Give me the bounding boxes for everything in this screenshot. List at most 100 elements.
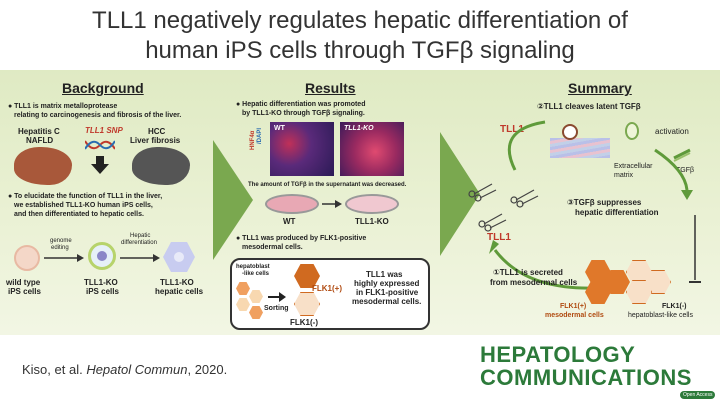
microscopy-image-ko (340, 122, 404, 176)
hepatic-differentiation-arrow (120, 254, 160, 262)
liver-normal-icon (14, 147, 72, 185)
hcc-label-2: Liver fibrosis (130, 136, 181, 145)
genome-editing-label-2: editing (51, 245, 69, 251)
summary-step-1-line-1: ①TLL1 is secreted (493, 268, 563, 277)
summary-hepatoblast-label: hepatoblast-like cells (628, 312, 693, 319)
journal-logo-line-1: HEPATOLOGY (480, 342, 636, 367)
dish-arrow (322, 200, 342, 208)
citation-year: , 2020. (187, 362, 228, 377)
dish-wt-icon (265, 194, 319, 214)
citation: Kiso, et al. Hepatol Commun, 2020. (22, 362, 227, 377)
summary-step-3-line-1: ③TGFβ suppresses (567, 198, 642, 207)
sorting-arrow (268, 292, 286, 302)
hepatoblast-label-1: hepatoblast (236, 264, 270, 270)
ko-hepatic-label-2: hepatic cells (155, 287, 204, 296)
background-bullet-2-line-2: we established TLL1-KO human iPS cells, (14, 202, 153, 209)
background-bullet-1-line-2: relating to carcinogenesis and fibrosis … (14, 112, 182, 119)
hepatoblast-label-2: -like cells (242, 271, 270, 277)
summary-tll1-top: TLL1 (500, 124, 524, 135)
wild-type-label-1: wild type (6, 278, 41, 287)
flk1-negative-cell-icon (294, 292, 320, 316)
background-bullet-2-line-1: ● To elucidate the function of TLL1 in t… (8, 193, 163, 200)
citation-journal: Hepatol Commun (86, 362, 188, 377)
flk1-positive-cell-icon (294, 264, 320, 288)
dish-ko-label: TLL1-KO (355, 217, 389, 226)
wild-type-cell-icon (14, 245, 40, 271)
wild-type-label-2: iPS cells (8, 287, 41, 296)
genome-editing-label-1: genome (50, 238, 72, 244)
summary-step-2: ②TLL1 cleaves latent TGFβ (537, 102, 641, 111)
hepatic-differentiation-label-2: differentiation (121, 240, 157, 246)
ko-ips-label-2: iPS cells (86, 287, 119, 296)
hepatitis-label-2: NAFLD (26, 136, 54, 145)
sorting-panel: hepatoblast -like cells Sorting FLK1(+) … (230, 258, 430, 330)
microscopy-label-wt: WT (274, 125, 285, 132)
mixed-cell-3 (236, 298, 250, 311)
mixed-cell-1 (236, 282, 250, 295)
genome-editing-arrow (44, 254, 84, 262)
tgfb-label: TGFβ (676, 167, 695, 174)
ecm-label-1: Extracellular (614, 163, 653, 170)
ecm-label-2: matrix (614, 172, 634, 179)
summary-activation: activation (655, 127, 689, 136)
figure-title: TLL1 negatively regulates hepatic differ… (0, 6, 720, 66)
liver-fibrosis-icon (132, 147, 190, 185)
summary-step-3-line-2: hepatic differentiation (575, 208, 659, 217)
hcc-label-1: HCC (148, 127, 166, 136)
section-arrow-right (440, 132, 480, 256)
results-heading: Results (305, 80, 356, 96)
background-bullet-2-line-3: and then differentiated to hepatic cells… (14, 211, 144, 218)
ko-hepatic-cell-nucleus (174, 252, 184, 262)
results-bullet-1-line-2: by TLL1-KO through TGFβ signaling. (242, 110, 365, 117)
ko-hepatic-label-1: TLL1-KO (160, 278, 194, 287)
ko-ips-label-1: TLL1-KO (84, 278, 118, 287)
section-arrow-left (213, 140, 253, 260)
latent-tgfb-icon (562, 124, 578, 140)
open-access-badge: Open Access (680, 391, 716, 399)
cycle-arrows (489, 120, 701, 290)
expression-text-2: highly expressed (354, 279, 420, 288)
tgfb-bar-icon (673, 148, 691, 162)
hepatic-differentiation-label-1: Hepatic (130, 233, 151, 239)
stain-label-1: HNF4α (250, 130, 256, 150)
down-arrow-icon (91, 156, 109, 174)
stain-label-2: /DAPI (257, 127, 263, 144)
sorting-label: Sorting (264, 305, 289, 312)
dna-icon (85, 140, 115, 150)
summary-heading: Summary (568, 80, 632, 96)
microscopy-label-ko: TLL1-KO (344, 125, 374, 132)
snp-label: TLL1 SNP (85, 126, 123, 135)
ecm-fibers-icon (550, 138, 610, 158)
citation-authors: Kiso, et al. (22, 362, 87, 377)
title-line-2: human iPS cells through TGFβ signaling (145, 37, 575, 64)
results-bullet-2-line-1: ● TLL1 was produced by FLK1-positive (236, 235, 367, 242)
ko-ips-cell-nucleus (97, 251, 107, 261)
summary-tll1-mid: TLL1 (487, 232, 511, 243)
dish-ko-icon (345, 194, 399, 214)
summary-flk1-negative-label: FLK1(-) (662, 303, 687, 310)
background-heading: Background (62, 80, 144, 96)
summary-mesodermal-label: mesodermal cells (545, 312, 604, 319)
mixed-cell-4 (249, 306, 263, 319)
flk1-positive-label: FLK1(+) (312, 284, 342, 293)
flk1-negative-label: FLK1(-) (290, 318, 318, 327)
mixed-cell-2 (249, 290, 263, 303)
results-bullet-1-line-1: ● Hepatic differentiation was promoted (236, 101, 366, 108)
expression-text-4: mesodermal cells. (352, 297, 422, 306)
tgf-decrease-note: The amount of TGFβ in the supernatant wa… (248, 182, 407, 188)
results-bullet-2-line-2: mesodermal cells. (242, 244, 303, 251)
graphical-abstract-panel: Background ● TLL1 is matrix metalloprote… (0, 70, 720, 335)
microscopy-image-wt (270, 122, 334, 176)
hepatitis-label-1: Hepatitis C (18, 127, 60, 136)
summary-flk1-positive-label: FLK1(+) (560, 303, 587, 310)
journal-logo-line-2: COMMUNICATIONS (480, 365, 692, 390)
dish-wt-label: WT (283, 217, 296, 226)
expression-text-1: TLL1 was (366, 270, 403, 279)
ko-ips-cell-icon (88, 242, 116, 270)
tgfb-release-icon (625, 122, 639, 140)
summary-step-1-line-2: from mesodermal cells (490, 278, 578, 287)
title-line-1: TLL1 negatively regulates hepatic differ… (92, 7, 628, 34)
background-bullet-1-line-1: ● TLL1 is matrix metalloprotease (8, 103, 118, 110)
scissors-icon-cluster (468, 183, 539, 232)
expression-text-3: in FLK1-positive (356, 288, 419, 297)
